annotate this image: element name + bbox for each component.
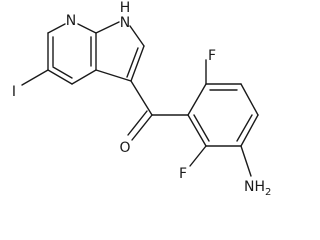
bond: [47, 69, 73, 85]
bond: [127, 110, 148, 136]
bond: [77, 23, 97, 34]
bond: [187, 83, 207, 116]
bond: [187, 114, 207, 147]
bond: [236, 114, 253, 142]
atom-iodine: I: [12, 84, 16, 100]
bond: [193, 114, 210, 142]
bond: [126, 47, 139, 78]
molecule-svg: N H N I O F F NH2: [12, 0, 271, 198]
bond: [130, 80, 153, 116]
atom-n-pyrrole: N: [120, 15, 130, 31]
bond: [131, 114, 153, 141]
bond: [129, 25, 145, 47]
bond: [95, 69, 132, 82]
amine-label: NH: [244, 179, 265, 195]
atom-fluorine-top: F: [208, 48, 216, 64]
atom-fluorine-bottom: F: [179, 166, 187, 182]
amine-subscript: 2: [265, 187, 271, 198]
bond: [21, 69, 49, 86]
bond: [130, 45, 145, 82]
atom-amine: NH2: [244, 179, 271, 198]
bond: [240, 114, 259, 147]
bond: [52, 66, 73, 79]
atom-oxygen: O: [119, 140, 130, 156]
bond: [47, 23, 66, 34]
bond: [95, 21, 120, 34]
atom-h-pyrrole: H: [120, 0, 131, 16]
atom-n-pyridine: N: [66, 13, 76, 29]
bond: [71, 69, 97, 85]
bond: [189, 145, 207, 167]
chemical-structure-diagram: N H N I O F F NH2: [12, 0, 271, 198]
bond: [240, 83, 259, 116]
bond: [240, 145, 252, 177]
